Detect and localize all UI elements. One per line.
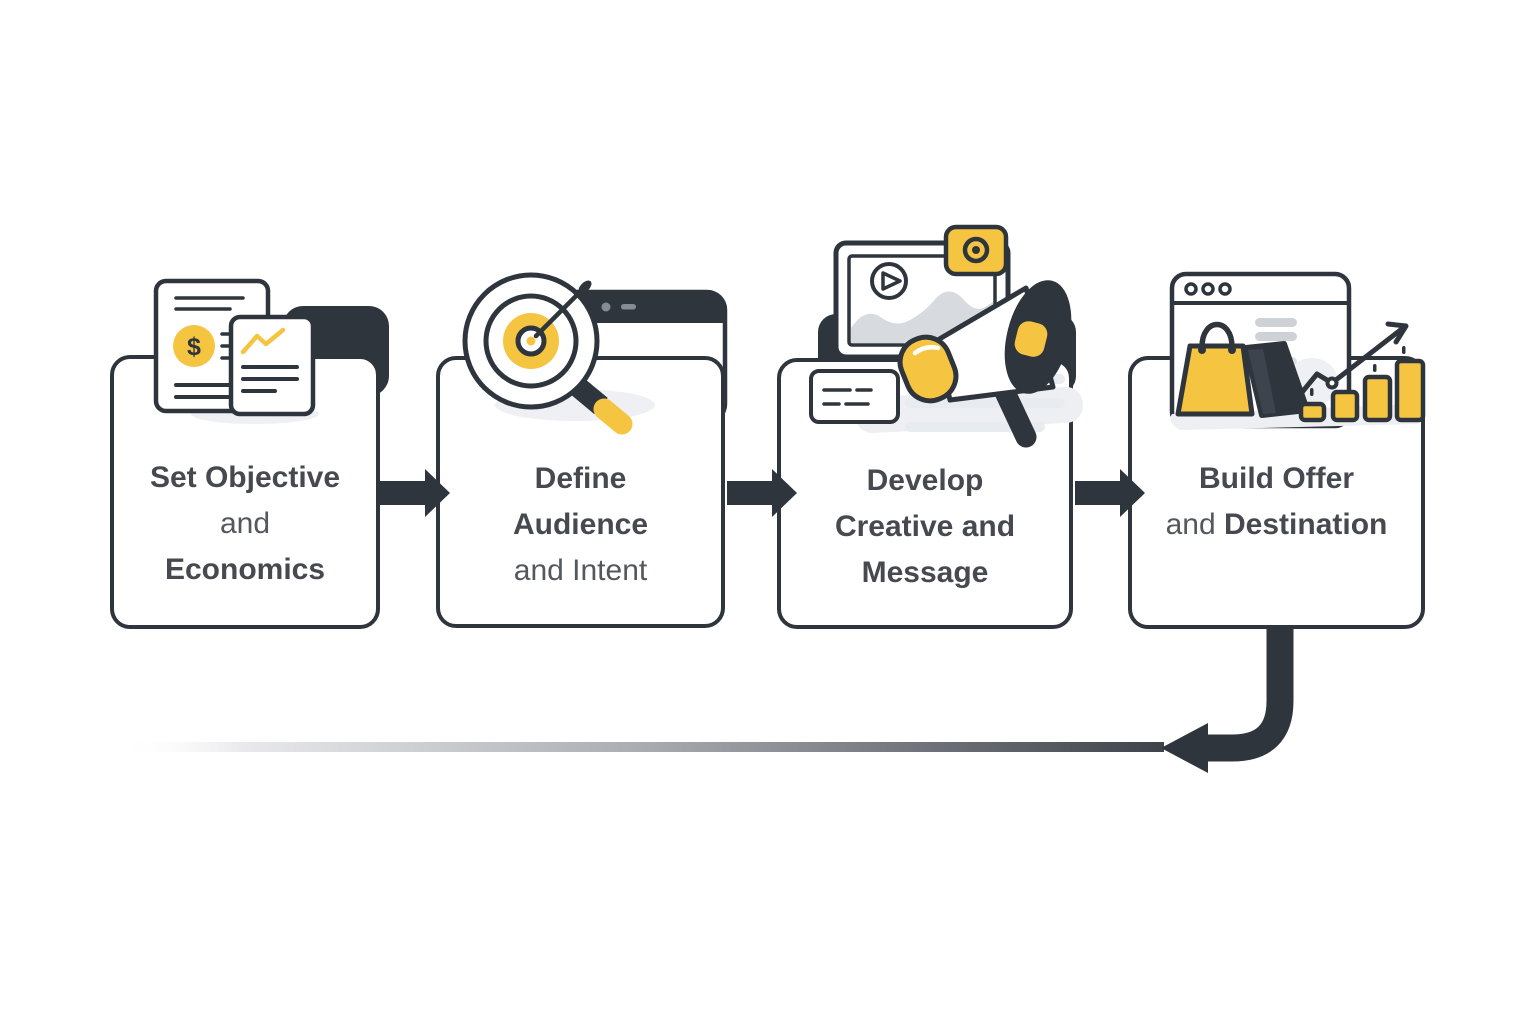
step-3-line-3: Message xyxy=(861,556,989,589)
loop-back-connector xyxy=(1161,628,1294,773)
step-1-line-3: Economics xyxy=(164,553,326,586)
fading-return-line xyxy=(118,742,1164,752)
step-2-line-1: Define xyxy=(534,462,627,495)
trend-sparkline-icon xyxy=(240,327,286,355)
dart-arrow-icon xyxy=(533,280,592,339)
step-card-3: Develop Creative and Message xyxy=(777,358,1073,629)
loop-back-arrowhead xyxy=(1161,723,1208,773)
step-card-2: Define Audience and Intent xyxy=(436,356,725,628)
step-1-label: Set Objective and Economics xyxy=(114,455,376,593)
phone-speaker-dash xyxy=(621,304,636,310)
step-3-line-1: Develop xyxy=(866,464,984,497)
trend-arrowhead xyxy=(1385,321,1409,345)
step-4-line-2: and Destination xyxy=(1165,508,1388,541)
step-card-4: Build Offer and Destination xyxy=(1128,356,1425,629)
step-1-line-1: Set Objective xyxy=(149,461,341,494)
step-4-line-1: Build Offer xyxy=(1199,462,1354,495)
step-3-label: Develop Creative and Message xyxy=(781,458,1069,596)
step-2-line-2: Audience xyxy=(512,508,649,541)
image-placeholder-wave xyxy=(851,291,993,343)
step-2-line-3: and Intent xyxy=(513,554,648,587)
step-4-label: Build Offer and Destination xyxy=(1132,456,1421,548)
step-card-1: Set Objective and Economics xyxy=(110,355,380,629)
media-player-card-icon xyxy=(833,240,1011,360)
phone-camera-dot xyxy=(601,302,611,312)
location-tag-icon xyxy=(943,224,1009,277)
step-2-label: Define Audience and Intent xyxy=(440,456,721,594)
step-3-line-2: Creative and xyxy=(834,510,1016,543)
step-1-line-2: and xyxy=(219,507,271,540)
play-button-icon xyxy=(870,262,908,300)
